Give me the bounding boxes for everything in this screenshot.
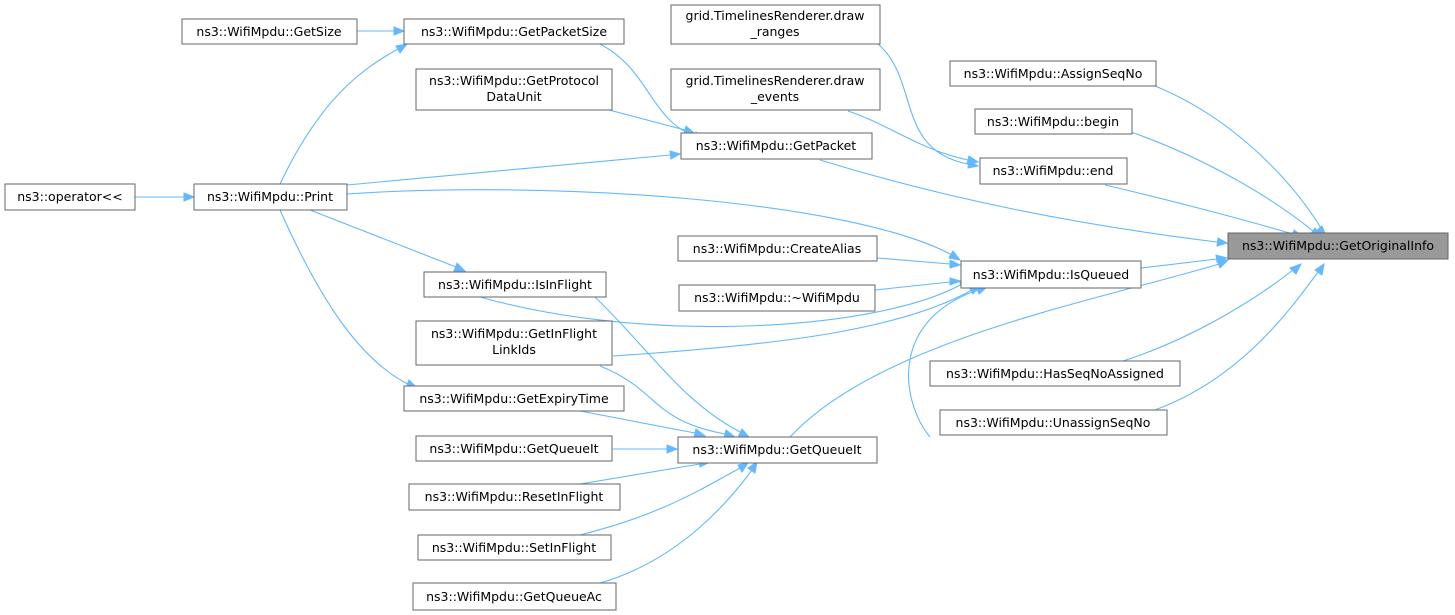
node-label: ns3::WifiMpdu::GetOriginalInfo bbox=[1242, 238, 1434, 253]
node-label: ns3::WifiMpdu::AssignSeqNo bbox=[964, 66, 1143, 81]
node-getsize[interactable]: ns3::WifiMpdu::GetSize bbox=[181, 18, 358, 45]
edge-hasseqnoassigned-getoriginalinfo bbox=[1119, 263, 1303, 363]
node-label: ns3::WifiMpdu::CreateAlias bbox=[693, 241, 861, 256]
edge-getpacket-getoriginalinfo bbox=[819, 159, 1229, 247]
nodes: ns3::WifiMpdu::GetOriginalInfo ns3::Wifi… bbox=[4, 4, 1449, 611]
node-assignseqno[interactable]: ns3::WifiMpdu::AssignSeqNo bbox=[949, 60, 1157, 87]
node-label: ns3::WifiMpdu::IsQueued bbox=[973, 267, 1129, 282]
node-label: ns3::WifiMpdu::Print bbox=[207, 189, 333, 204]
node-getqueueac[interactable]: ns3::WifiMpdu::GetQueueAc bbox=[412, 582, 617, 611]
node-print[interactable]: ns3::WifiMpdu::Print bbox=[193, 183, 348, 211]
node-createalias[interactable]: ns3::WifiMpdu::CreateAlias bbox=[677, 235, 878, 262]
node-hasseqnoassigned[interactable]: ns3::WifiMpdu::HasSeqNoAssigned bbox=[929, 360, 1181, 387]
node-isqueued[interactable]: ns3::WifiMpdu::IsQueued bbox=[960, 260, 1142, 289]
edge-assignseqno-getoriginalinfo bbox=[1149, 83, 1327, 238]
edge-begin-getoriginalinfo bbox=[1130, 131, 1323, 238]
node-label: ns3::WifiMpdu::GetSize bbox=[196, 24, 341, 39]
edge-draw-events-end bbox=[847, 110, 980, 165]
node-label: ns3::WifiMpdu::begin bbox=[987, 114, 1119, 129]
edge-getexpirytime-getqueueit bbox=[579, 410, 707, 438]
node-label: ns3::WifiMpdu::GetPacketSize bbox=[421, 24, 607, 39]
node-getpacket[interactable]: ns3::WifiMpdu::GetPacket bbox=[680, 132, 873, 160]
edge-destructor-isqueued bbox=[874, 277, 962, 291]
node-label: ns3::WifiMpdu::GetQueueIt bbox=[692, 442, 861, 457]
edge-createalias-isqueued bbox=[876, 257, 962, 269]
edge-print-getexpirytime bbox=[279, 209, 419, 389]
node-label: ns3::WifiMpdu::SetInFlight bbox=[432, 540, 596, 555]
node-end[interactable]: ns3::WifiMpdu::end bbox=[979, 157, 1128, 185]
edge-getsize-getpacketsize bbox=[357, 26, 406, 36]
node-getqueueit2[interactable]: ns3::WifiMpdu::GetQueueIt bbox=[415, 435, 613, 462]
node-draw-events[interactable]: grid.TimelinesRenderer.draw _events bbox=[670, 68, 881, 111]
node-label: ns3::WifiMpdu::end bbox=[993, 163, 1114, 178]
edge-getqueueit-getoriginalinfo bbox=[789, 259, 1230, 438]
node-label: grid.TimelinesRenderer.draw bbox=[686, 73, 865, 88]
edge-getqueueac-getqueueit bbox=[599, 460, 758, 584]
edge-getprotocoldataunit-getpacket bbox=[608, 109, 696, 135]
node-label: ns3::WifiMpdu::GetQueueAc bbox=[426, 589, 602, 604]
edge-isqueued-getoriginalinfo bbox=[1140, 254, 1229, 269]
node-getexpirytime[interactable]: ns3::WifiMpdu::GetExpiryTime bbox=[403, 385, 625, 412]
node-destructor[interactable]: ns3::WifiMpdu::~WifiMpdu bbox=[678, 284, 876, 312]
node-label-line2: LinkIds bbox=[492, 342, 536, 357]
node-getprotocoldataunit[interactable]: ns3::WifiMpdu::GetProtocol DataUnit bbox=[415, 68, 613, 111]
node-label: ns3::WifiMpdu::GetExpiryTime bbox=[419, 391, 609, 406]
node-label: ns3::WifiMpdu::GetInFlight bbox=[431, 326, 597, 341]
node-getinflightlinkids[interactable]: ns3::WifiMpdu::GetInFlight LinkIds bbox=[415, 320, 613, 366]
node-resetinflight[interactable]: ns3::WifiMpdu::ResetInFlight bbox=[408, 483, 621, 511]
edge-unassignseqno-getoriginalinfo bbox=[1151, 262, 1325, 412]
node-operator[interactable]: ns3::operator<< bbox=[4, 183, 136, 211]
node-label-line2: DataUnit bbox=[486, 89, 541, 104]
node-label: ns3::WifiMpdu::HasSeqNoAssigned bbox=[946, 366, 1164, 381]
edge-setinflight-getqueueit bbox=[579, 462, 750, 536]
node-label: ns3::WifiMpdu::GetProtocol bbox=[429, 73, 599, 88]
edge-print-isinflight bbox=[309, 209, 467, 272]
node-label-line2: _ranges bbox=[749, 24, 799, 39]
node-label: ns3::WifiMpdu::ResetInFlight bbox=[425, 489, 604, 504]
node-getpacketsize[interactable]: ns3::WifiMpdu::GetPacketSize bbox=[403, 18, 625, 45]
node-isinflight[interactable]: ns3::WifiMpdu::IsInFlight bbox=[423, 271, 607, 298]
edge-getqueueit2-getqueueit bbox=[613, 444, 679, 454]
node-getqueueit[interactable]: ns3::WifiMpdu::GetQueueIt bbox=[677, 436, 878, 464]
edge-print-getpacketsize bbox=[279, 43, 409, 185]
node-label: ns3::operator<< bbox=[17, 189, 123, 204]
node-getoriginalinfo[interactable]: ns3::WifiMpdu::GetOriginalInfo bbox=[1227, 232, 1449, 260]
node-label: ns3::WifiMpdu::GetQueueIt bbox=[429, 441, 598, 456]
node-begin[interactable]: ns3::WifiMpdu::begin bbox=[974, 108, 1133, 135]
node-draw-ranges[interactable]: grid.TimelinesRenderer.draw _ranges bbox=[670, 4, 881, 45]
node-label: ns3::WifiMpdu::GetPacket bbox=[696, 138, 857, 153]
node-label-line2: _events bbox=[750, 89, 799, 104]
edge-print-getpacket bbox=[346, 150, 682, 186]
node-unassignseqno[interactable]: ns3::WifiMpdu::UnassignSeqNo bbox=[939, 409, 1168, 436]
edge-operator-print bbox=[135, 192, 196, 202]
edge-isinflight-getqueueit bbox=[594, 296, 751, 438]
edge-print-isqueued bbox=[346, 189, 962, 261]
node-label: ns3::WifiMpdu::IsInFlight bbox=[438, 277, 592, 292]
node-setinflight[interactable]: ns3::WifiMpdu::SetInFlight bbox=[417, 534, 612, 561]
node-label: grid.TimelinesRenderer.draw bbox=[686, 8, 865, 23]
node-label: ns3::WifiMpdu::UnassignSeqNo bbox=[956, 415, 1151, 430]
node-label: ns3::WifiMpdu::~WifiMpdu bbox=[694, 290, 860, 305]
